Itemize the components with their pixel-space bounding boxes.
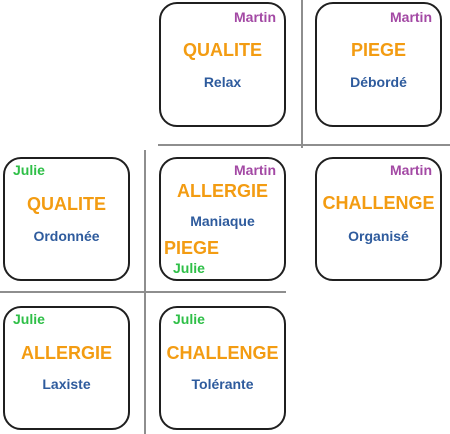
card-owner-label: Martin (234, 9, 276, 25)
quadrant-card-julie-allergie: Julie ALLERGIE Laxiste (3, 306, 130, 430)
card-owner-label: Julie (13, 162, 45, 178)
quadrant-category: PIEGE (350, 40, 407, 60)
quadrant-trait: Laxiste (42, 376, 91, 392)
quadrant-card-martin-piege: Martin PIEGE Débordé (315, 2, 442, 127)
quadrant-trait: Tolérante (191, 376, 254, 392)
quadrant-card-julie-qualite: Julie QUALITE Ordonnée (3, 157, 130, 281)
card-owner-label: Martin (390, 9, 432, 25)
quadrant-category: ALLERGIE (20, 343, 112, 363)
quadrant-card-martin-challenge: Martin CHALLENGE Organisé (315, 157, 442, 281)
quadrant-trait: Maniaque (190, 213, 255, 229)
card-owner-label-bottom: Julie (173, 260, 205, 276)
divider-horizontal-lower (0, 291, 286, 293)
card-owner-label: Julie (173, 311, 205, 327)
quadrant-category: QUALITE (27, 194, 106, 214)
quadrant-card-shared-allergie-piege: Martin ALLERGIE Maniaque PIEGE Julie (159, 157, 286, 281)
card-owner-label: Martin (390, 162, 432, 178)
quadrant-category: CHALLENGE (322, 193, 435, 213)
quadrant-trait: Organisé (348, 228, 409, 244)
quadrant-category-top: ALLERGIE (176, 181, 268, 201)
quadrant-trait: Ordonnée (33, 228, 100, 244)
quadrant-trait: Relax (203, 74, 242, 90)
quadrant-card-julie-challenge: Julie CHALLENGE Tolérante (159, 306, 286, 430)
divider-horizontal-upper (158, 144, 450, 146)
card-owner-label: Julie (13, 311, 45, 327)
quadrant-category: CHALLENGE (166, 343, 279, 363)
quadrant-card-martin-qualite: Martin QUALITE Relax (159, 2, 286, 127)
card-owner-label-top: Martin (234, 162, 276, 178)
quadrant-category-bottom: PIEGE (164, 238, 220, 258)
divider-vertical-upper (301, 0, 303, 148)
quadrant-trait: Débordé (350, 74, 407, 90)
quadrant-category: QUALITE (183, 40, 262, 60)
